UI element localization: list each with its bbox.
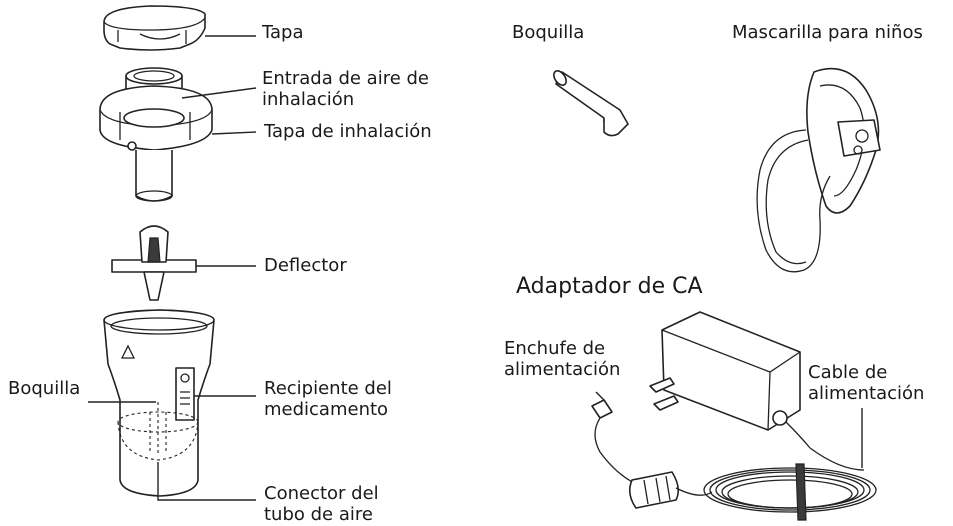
cap-part xyxy=(103,5,206,51)
medicine-container-part xyxy=(103,309,215,497)
label-recipiente: Recipiente del medicamento xyxy=(264,378,392,420)
label-recipiente-line2: medicamento xyxy=(264,399,389,420)
label-recipiente-line1: Recipiente del xyxy=(264,378,392,399)
mouthpiece-part xyxy=(553,70,629,137)
entrada-leader xyxy=(181,87,257,99)
tapa-inhalacion-leader xyxy=(211,131,257,135)
label-enchufe-line1: Enchufe de xyxy=(504,338,606,359)
label-cable-line2: alimentación xyxy=(808,383,925,404)
label-deflector: Deflector xyxy=(264,255,347,276)
label-tapa: Tapa xyxy=(262,22,304,43)
label-entrada-aire-line1: Entrada de aire de xyxy=(262,68,430,89)
label-conector: Conector del tubo de aire xyxy=(264,483,379,525)
child-mask-part xyxy=(756,67,881,273)
enchufe-leader xyxy=(595,391,605,401)
label-cable: Cable de alimentación xyxy=(808,362,924,404)
inhalation-cap-part xyxy=(99,67,213,202)
label-boquilla-left: Boquilla xyxy=(8,378,81,399)
label-adaptador: Adaptador de CA xyxy=(516,274,703,299)
label-tapa-inhalacion: Tapa de inhalación xyxy=(264,121,432,142)
deflector-part xyxy=(111,225,197,301)
conector-leader xyxy=(157,462,256,501)
label-enchufe-line2: alimentación xyxy=(504,359,621,380)
label-entrada-aire-line2: inhalación xyxy=(262,89,355,110)
label-boquilla-top: Boquilla xyxy=(512,22,585,43)
label-entrada-aire: Entrada de aire de inhalación xyxy=(262,68,429,110)
label-cable-line1: Cable de xyxy=(808,362,888,383)
label-conector-line1: Conector del xyxy=(264,483,379,504)
label-enchufe: Enchufe de alimentación xyxy=(504,338,620,380)
ac-adapter-part xyxy=(591,311,877,521)
label-mascarilla: Mascarilla para niños xyxy=(732,22,923,43)
label-conector-line2: tubo de aire xyxy=(264,504,373,525)
